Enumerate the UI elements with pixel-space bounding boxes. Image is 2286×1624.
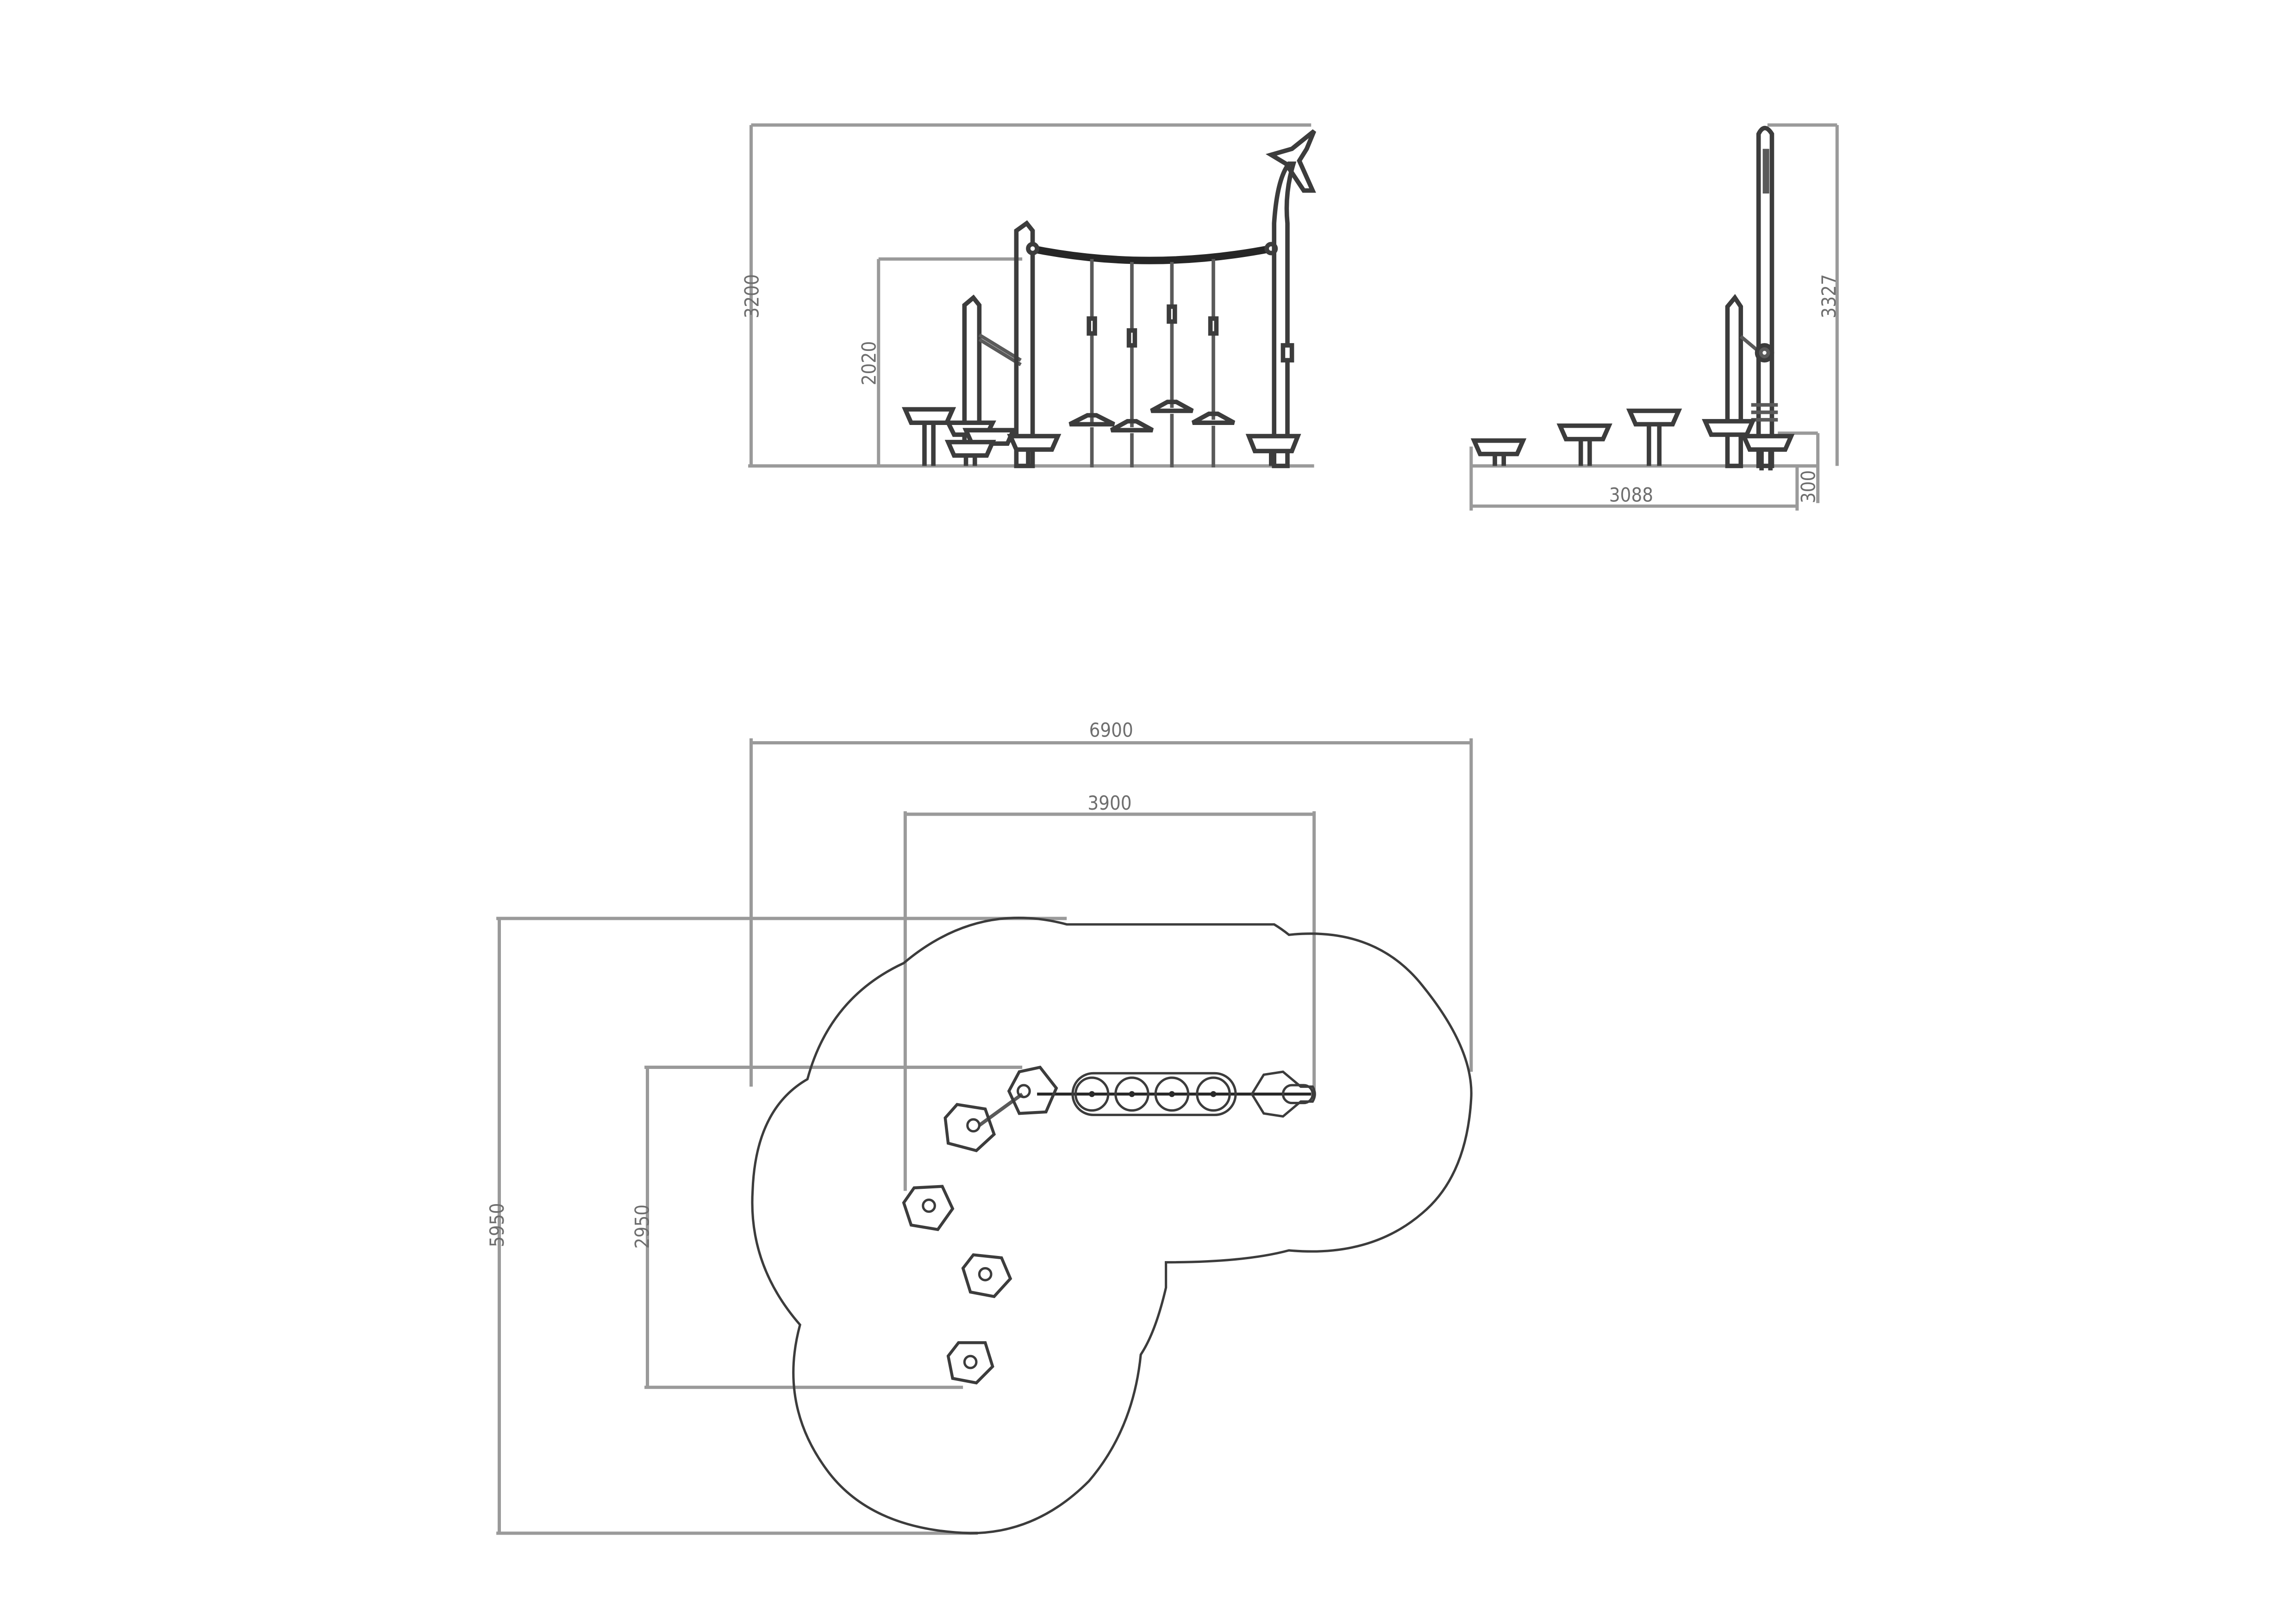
dim-side-base-height: 300	[1797, 470, 1819, 504]
front-elevation: 3200 2020	[741, 123, 1317, 468]
front-bowls	[901, 407, 1301, 466]
plan-view: 6900 3900 5950 2950	[486, 719, 1473, 1535]
dim-side-height-total: 3327	[1818, 274, 1840, 319]
dim-plan-width-total: 6900	[1089, 719, 1133, 742]
plan-stepping-bowls	[902, 1065, 1058, 1385]
dim-side-width: 3088	[1609, 483, 1653, 506]
safety-zone-outline	[751, 917, 1473, 1535]
side-bowls	[1470, 408, 1795, 471]
dim-front-height-total: 3200	[741, 274, 763, 319]
dim-plan-depth-inner: 2950	[631, 1205, 654, 1249]
side-elevation: 3327 300 3088	[1469, 123, 1840, 511]
dim-plan-width-inner: 3900	[1087, 792, 1131, 814]
hanging-ropes	[1068, 259, 1236, 468]
dim-front-height-rope: 2020	[857, 341, 880, 386]
dim-plan-depth-total: 5950	[486, 1203, 508, 1247]
plan-discs	[1071, 1072, 1237, 1116]
